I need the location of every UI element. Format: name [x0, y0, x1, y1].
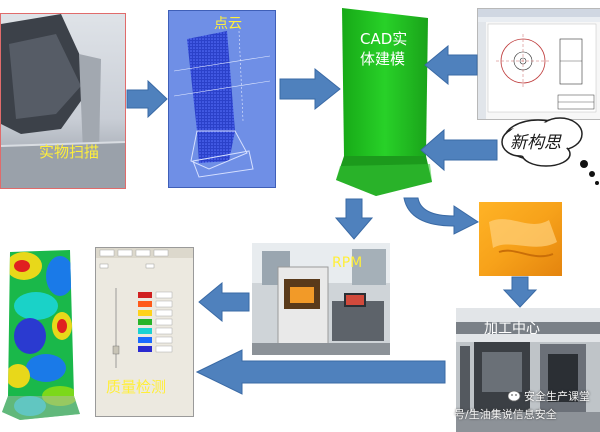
arrow-drawing-to-cad: [424, 45, 478, 85]
quality-software-image: [96, 248, 193, 368]
new-idea-label: 新构思: [510, 133, 561, 153]
block-arrow-icon: [196, 349, 446, 395]
point-cloud-label: 点云: [214, 16, 242, 32]
block-arrow-icon: [420, 128, 498, 172]
scan-photo-image: [1, 14, 125, 188]
rpm-label: RPM: [332, 255, 363, 271]
arrow-idea-to-cad: [420, 128, 498, 172]
cad-drawing-image: [478, 9, 600, 119]
machining-center-image: [456, 308, 600, 432]
block-arrow-icon: [424, 45, 478, 85]
prototype-part-image: [479, 202, 562, 276]
machining-center-panel: 加工中心: [456, 308, 600, 432]
cad-drawing-panel: [477, 8, 600, 120]
block-arrow-icon: [279, 67, 341, 111]
cad-blade-image: [336, 8, 432, 196]
scan-photo-panel: 实物扫描: [0, 13, 126, 189]
quality-label: 质量检测: [106, 378, 167, 396]
arrow-prototype-to-machining: [502, 276, 538, 308]
watermark-line1: 安全生产课堂: [524, 390, 590, 403]
arrow-rpm-to-quality: [198, 282, 250, 322]
cad-label-line1: CAD实: [360, 30, 408, 48]
cad-model: CAD实 体建模: [336, 6, 436, 198]
watermark-line2: 号/生油集说信息安全: [454, 408, 557, 421]
block-arrow-icon: [334, 198, 374, 240]
scan-label: 实物扫描: [39, 143, 100, 161]
arrow-cad-to-rpm: [334, 198, 374, 240]
block-arrow-icon: [126, 79, 168, 119]
arrow-machining-to-quality: [196, 349, 446, 395]
block-arrow-icon: [403, 197, 479, 235]
prototype-part-panel: [479, 202, 562, 276]
watermark: 安全生产课堂 号/生油集说信息安全: [446, 388, 600, 428]
point-cloud-panel: 点云: [168, 10, 276, 188]
rpm-panel: RPM: [252, 243, 390, 355]
arrow-cloud-to-cad: [279, 67, 341, 111]
new-idea-cloud: 新构思: [498, 112, 600, 192]
deviation-map-image: [2, 250, 80, 420]
cad-label-line2: 体建模: [360, 50, 406, 68]
rpm-machine-image: [252, 243, 390, 355]
machining-label: 加工中心: [484, 321, 540, 337]
thought-cloud-icon: [501, 117, 599, 185]
quality-software-panel: 质量检测: [95, 247, 194, 417]
wechat-icon: [508, 390, 521, 402]
point-cloud-image: [169, 11, 275, 187]
arrow-cad-to-prototype: [403, 197, 479, 235]
arrow-scan-to-cloud: [126, 79, 168, 119]
deviation-map: [0, 246, 84, 422]
block-arrow-icon: [502, 276, 538, 308]
block-arrow-icon: [198, 282, 250, 322]
